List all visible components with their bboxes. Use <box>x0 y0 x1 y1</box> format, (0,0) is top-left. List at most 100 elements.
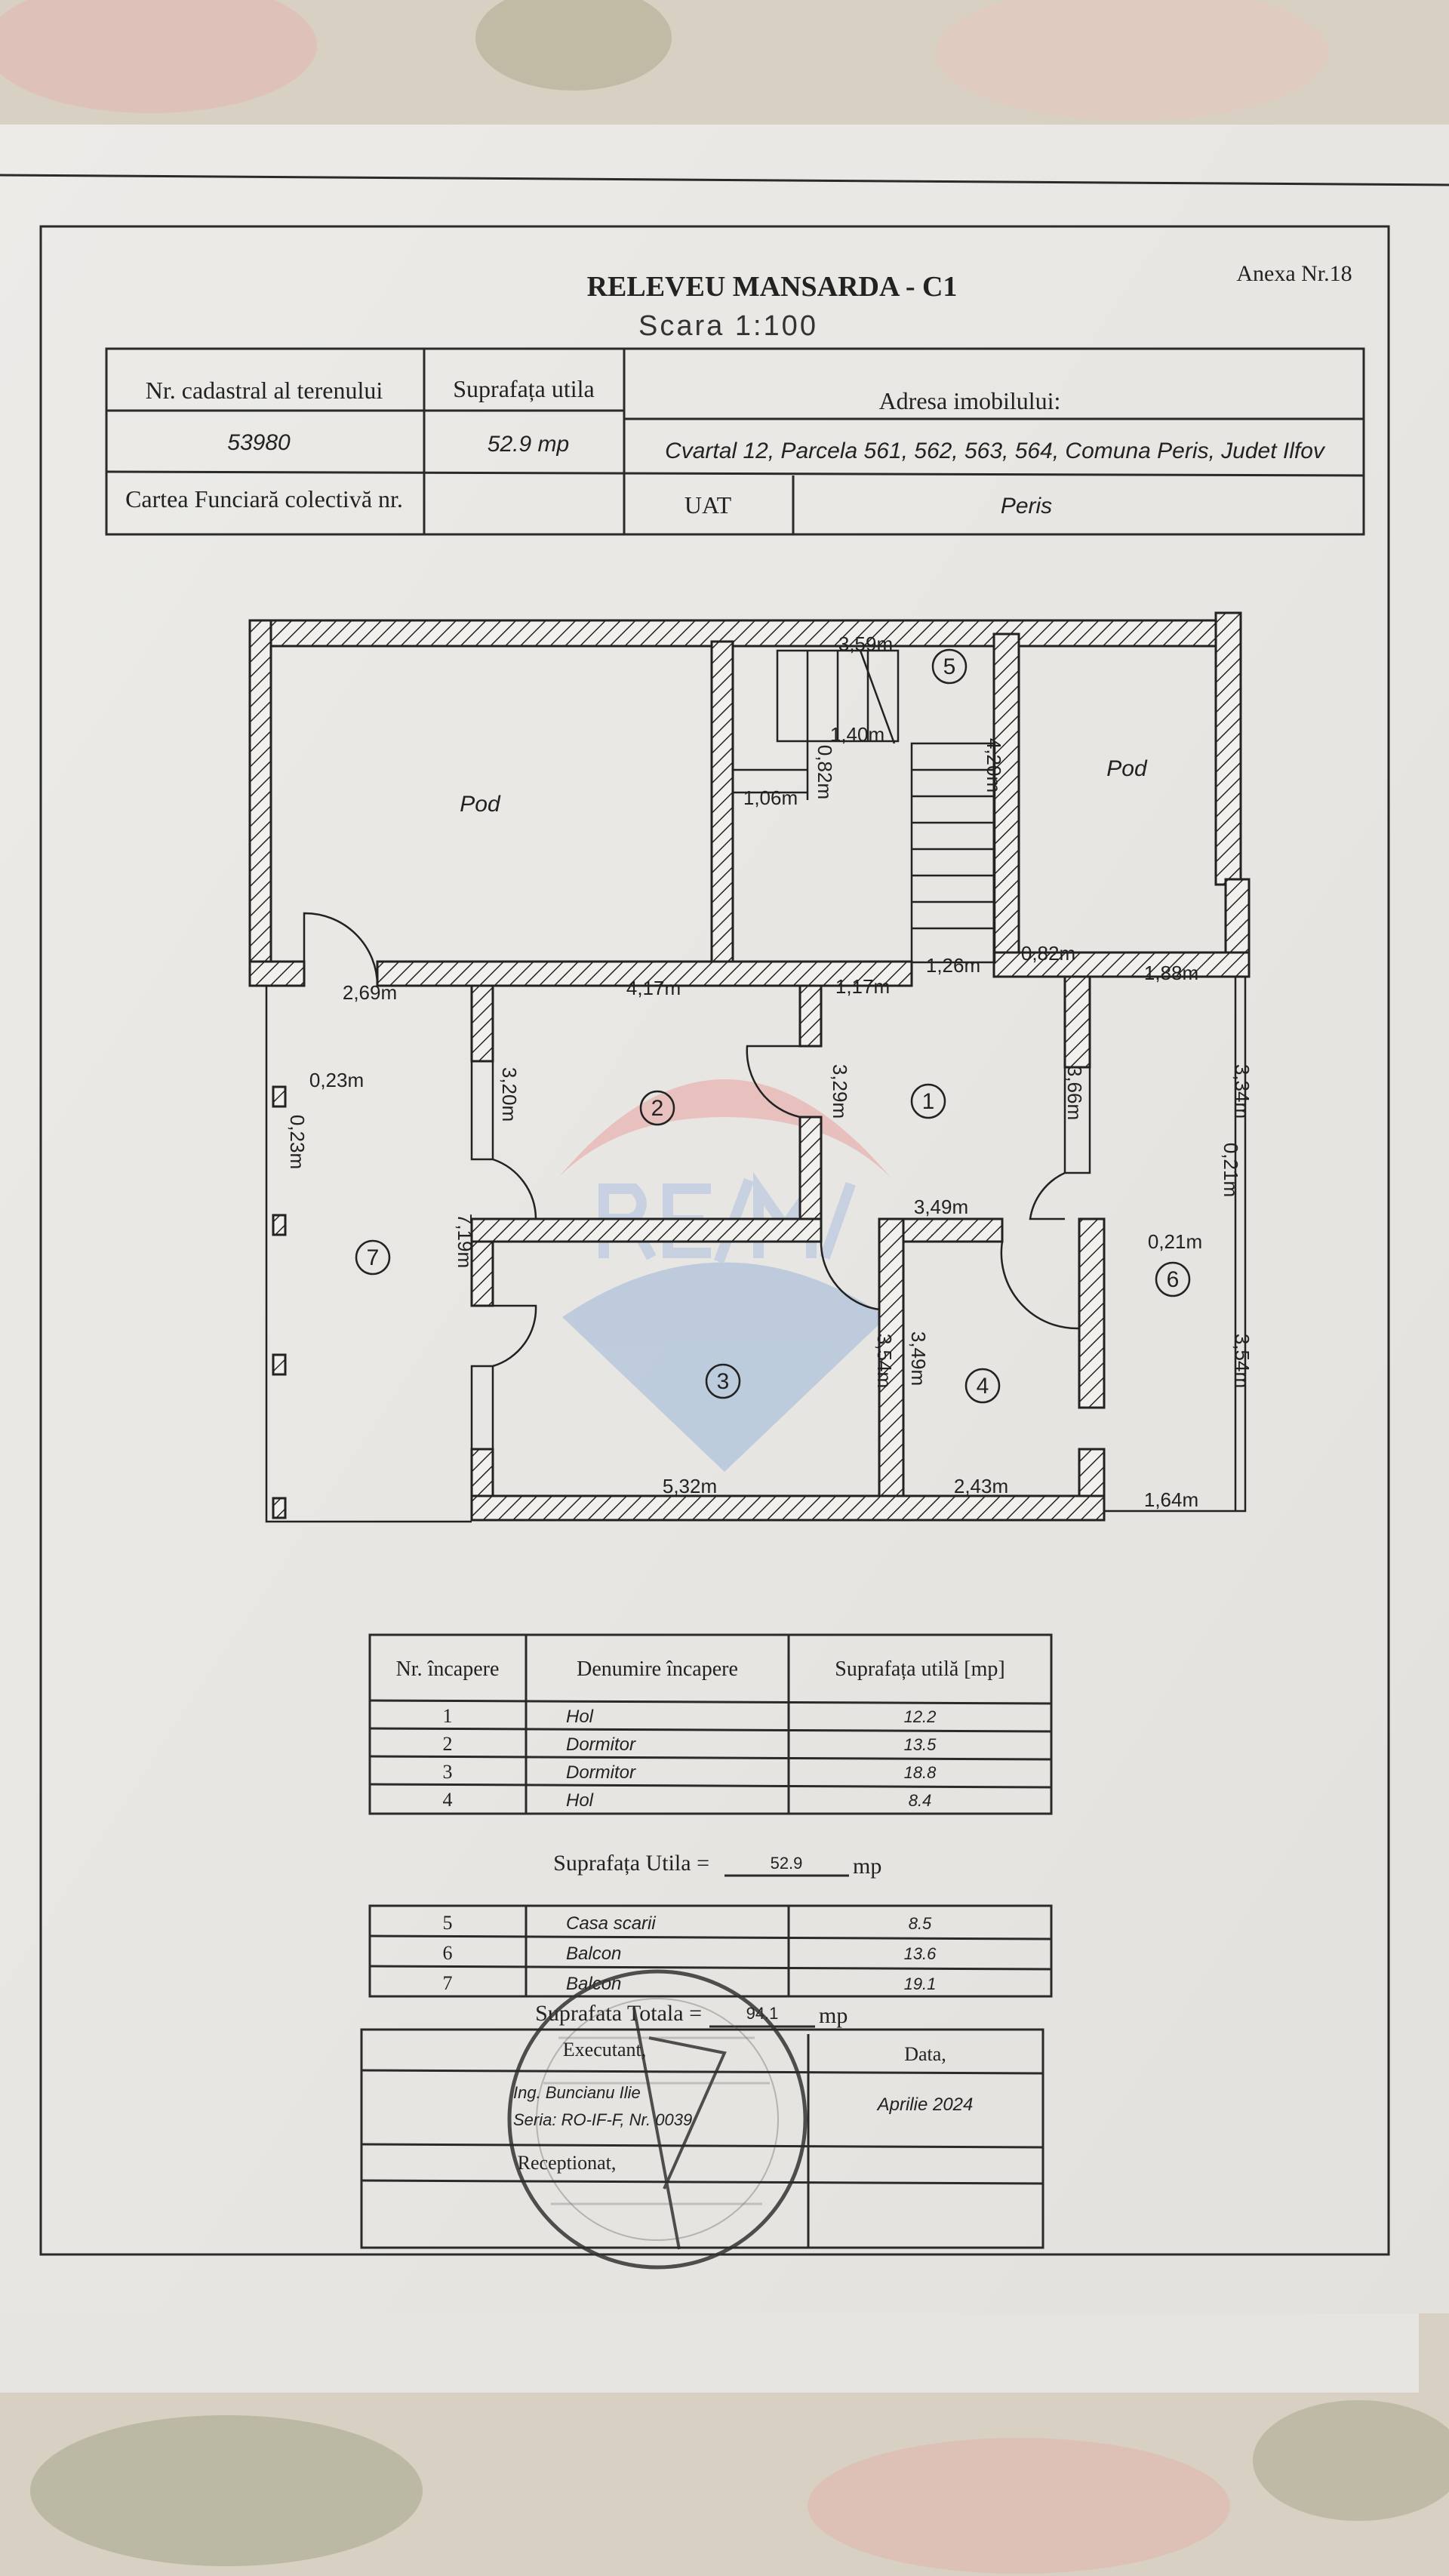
room-number-circle <box>1155 1261 1191 1297</box>
room-number-circle <box>355 1239 391 1276</box>
door <box>492 1158 537 1220</box>
room-name: Dormitor <box>566 1734 636 1755</box>
room-nr: 7 <box>443 1972 453 1994</box>
room-name: Hol <box>566 1790 594 1811</box>
wall <box>878 1217 905 1522</box>
room-number-circle <box>705 1363 741 1399</box>
dimension-label: 0,82m <box>1021 942 1075 965</box>
wall <box>1214 611 1242 886</box>
signature-table: Executant, Ing. Buncianu Ilie Seria: RO-… <box>360 2028 1044 2249</box>
executant-series: Seria: RO-IF-F, Nr. 0039 <box>513 2110 692 2129</box>
dimension-label: 3,20m <box>498 1067 521 1122</box>
dimension-label: 3,54m <box>873 1334 896 1388</box>
room-number-label: 4 <box>977 1374 989 1399</box>
room-number-label: 5 <box>943 654 956 679</box>
cadastral-label: Nr. cadastral al terenului <box>146 377 383 404</box>
header-room-name: Denumire încapere <box>577 1657 738 1681</box>
useful-area-label: Suprafața Utila = <box>553 1851 709 1876</box>
dimension-label: 5,32m <box>663 1475 717 1497</box>
dimension-label: 4,17m <box>626 977 681 999</box>
useful-area-value: 52.9 <box>771 1854 803 1873</box>
header-table: Nr. cadastral al terenului 53980 Suprafa… <box>105 347 1365 536</box>
dimension-label: 2,43m <box>954 1475 1008 1497</box>
attic-label: Pod <box>460 792 501 817</box>
wall <box>248 619 1242 648</box>
room-number-circle <box>639 1090 675 1126</box>
room-area: 8.4 <box>909 1791 932 1810</box>
dimension-label: 0,21m <box>1148 1230 1202 1253</box>
dimension-label: 1,40m <box>830 723 884 746</box>
uat-label: UAT <box>685 491 732 519</box>
door <box>1000 1241 1080 1330</box>
room-nr: 3 <box>443 1761 453 1783</box>
door <box>492 1304 537 1368</box>
room-area: 19.1 <box>904 1974 937 1993</box>
executant-name: Ing. Buncianu Ilie <box>513 2083 641 2102</box>
room-number-circle <box>931 648 968 685</box>
room-nr: 2 <box>443 1733 453 1755</box>
address-value: Cvartal 12, Parcela 561, 562, 563, 564, … <box>665 439 1326 463</box>
page-top-rule <box>0 174 1449 186</box>
room-area: 13.6 <box>904 1944 937 1963</box>
dimension-label: 1,64m <box>1144 1488 1198 1511</box>
room-area: 12.2 <box>904 1707 937 1726</box>
room-area: 8.5 <box>909 1914 932 1933</box>
date-label: Data, <box>904 2043 946 2065</box>
wall <box>992 632 1020 963</box>
column <box>272 1497 287 1519</box>
annex-label: Anexa Nr.18 <box>1236 261 1352 286</box>
executant-label: Executant, <box>563 2039 646 2060</box>
wall <box>248 960 306 987</box>
dimension-label: 0,82m <box>814 745 836 799</box>
column <box>272 1214 287 1236</box>
scale-label: Scara 1:100 <box>638 310 818 342</box>
room-area: 18.8 <box>904 1763 937 1782</box>
dimension-label: 3,66m <box>1063 1066 1086 1120</box>
door <box>303 912 379 986</box>
door <box>820 1241 880 1311</box>
dimension-label: 3,59m <box>838 632 893 655</box>
dimension-label: 3,34m <box>1231 1064 1254 1119</box>
wall <box>798 1116 823 1232</box>
room-number-label: 1 <box>922 1089 935 1114</box>
staircase <box>733 649 996 964</box>
balcony-outline <box>265 986 472 1523</box>
wall <box>248 619 272 987</box>
dimension-label: 0,23m <box>309 1069 364 1091</box>
door <box>1029 1171 1066 1220</box>
useful-area-label: Suprafața utila <box>453 375 594 402</box>
dimension-label: 1,06m <box>743 786 798 809</box>
dimension-label: 3,49m <box>907 1331 930 1386</box>
rooms-table: Nr. încapere Denumire încapere Suprafața… <box>368 1633 1053 1879</box>
dimension-label: 3,54m <box>1231 1334 1254 1388</box>
wall <box>710 640 734 963</box>
room-name: Hol <box>566 1707 594 1727</box>
header-room-nr: Nr. încapere <box>396 1657 500 1681</box>
room-number-label: 6 <box>1167 1267 1180 1292</box>
attic-label: Pod <box>1106 756 1148 781</box>
room-nr: 1 <box>443 1705 453 1727</box>
room-number-circle <box>910 1083 946 1119</box>
door <box>746 1045 801 1119</box>
wall <box>376 960 913 987</box>
paper-sheet-back <box>0 2310 1419 2393</box>
address-label: Adresa imobilului: <box>879 387 1061 414</box>
useful-area-value: 52.9 mp <box>488 432 569 457</box>
dimension-label: 0,23m <box>286 1115 309 1169</box>
dimension-label: 1,26m <box>926 954 980 977</box>
cadastral-value: 53980 <box>227 430 291 455</box>
wall <box>470 1494 1106 1522</box>
total-area-unit: mp <box>819 2003 848 2028</box>
room-nr: 5 <box>443 1912 453 1934</box>
useful-area-unit: mp <box>853 1854 881 1879</box>
date-value: Aprilie 2024 <box>876 2094 974 2115</box>
room-name: Balcon <box>566 1944 621 1964</box>
dimension-label: 0,21m <box>1220 1143 1242 1197</box>
wall <box>798 984 823 1048</box>
wall <box>470 984 494 1063</box>
balcony-outline <box>1104 977 1247 1513</box>
dimension-label: 2,69m <box>343 981 397 1004</box>
